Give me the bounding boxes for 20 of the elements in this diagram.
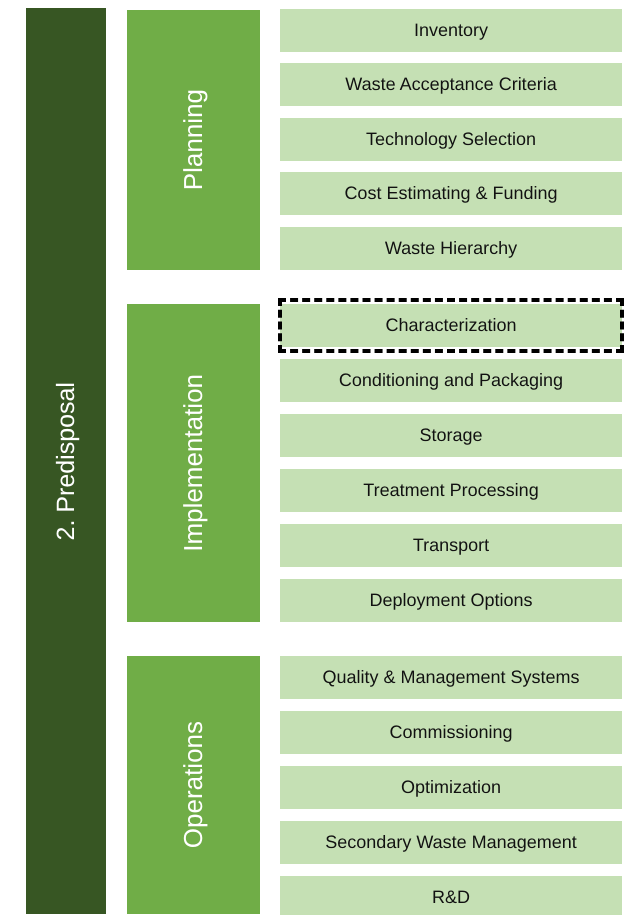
- category-band: Operations: [127, 656, 260, 914]
- topic-box: Waste Acceptance Criteria: [280, 63, 622, 106]
- topic-box: Characterization: [280, 304, 622, 347]
- topic-box: Conditioning and Packaging: [280, 359, 622, 402]
- topic-box: Technology Selection: [280, 118, 622, 161]
- category-band: Planning: [127, 10, 260, 270]
- phase-band: 2. Predisposal: [26, 8, 106, 914]
- topic-box: Commissioning: [280, 711, 622, 754]
- topic-box: Cost Estimating & Funding: [280, 172, 622, 215]
- topic-box: Inventory: [280, 9, 622, 52]
- topic-box: Quality & Management Systems: [280, 656, 622, 699]
- topic-box: Transport: [280, 524, 622, 567]
- topic-box: Optimization: [280, 766, 622, 809]
- topic-box: Secondary Waste Management: [280, 821, 622, 864]
- topic-box: R&D: [280, 876, 622, 915]
- topic-box: Deployment Options: [280, 579, 622, 622]
- category-band: Implementation: [127, 304, 260, 622]
- topic-box: Storage: [280, 414, 622, 457]
- topic-box: Treatment Processing: [280, 469, 622, 512]
- topic-box: Waste Hierarchy: [280, 227, 622, 270]
